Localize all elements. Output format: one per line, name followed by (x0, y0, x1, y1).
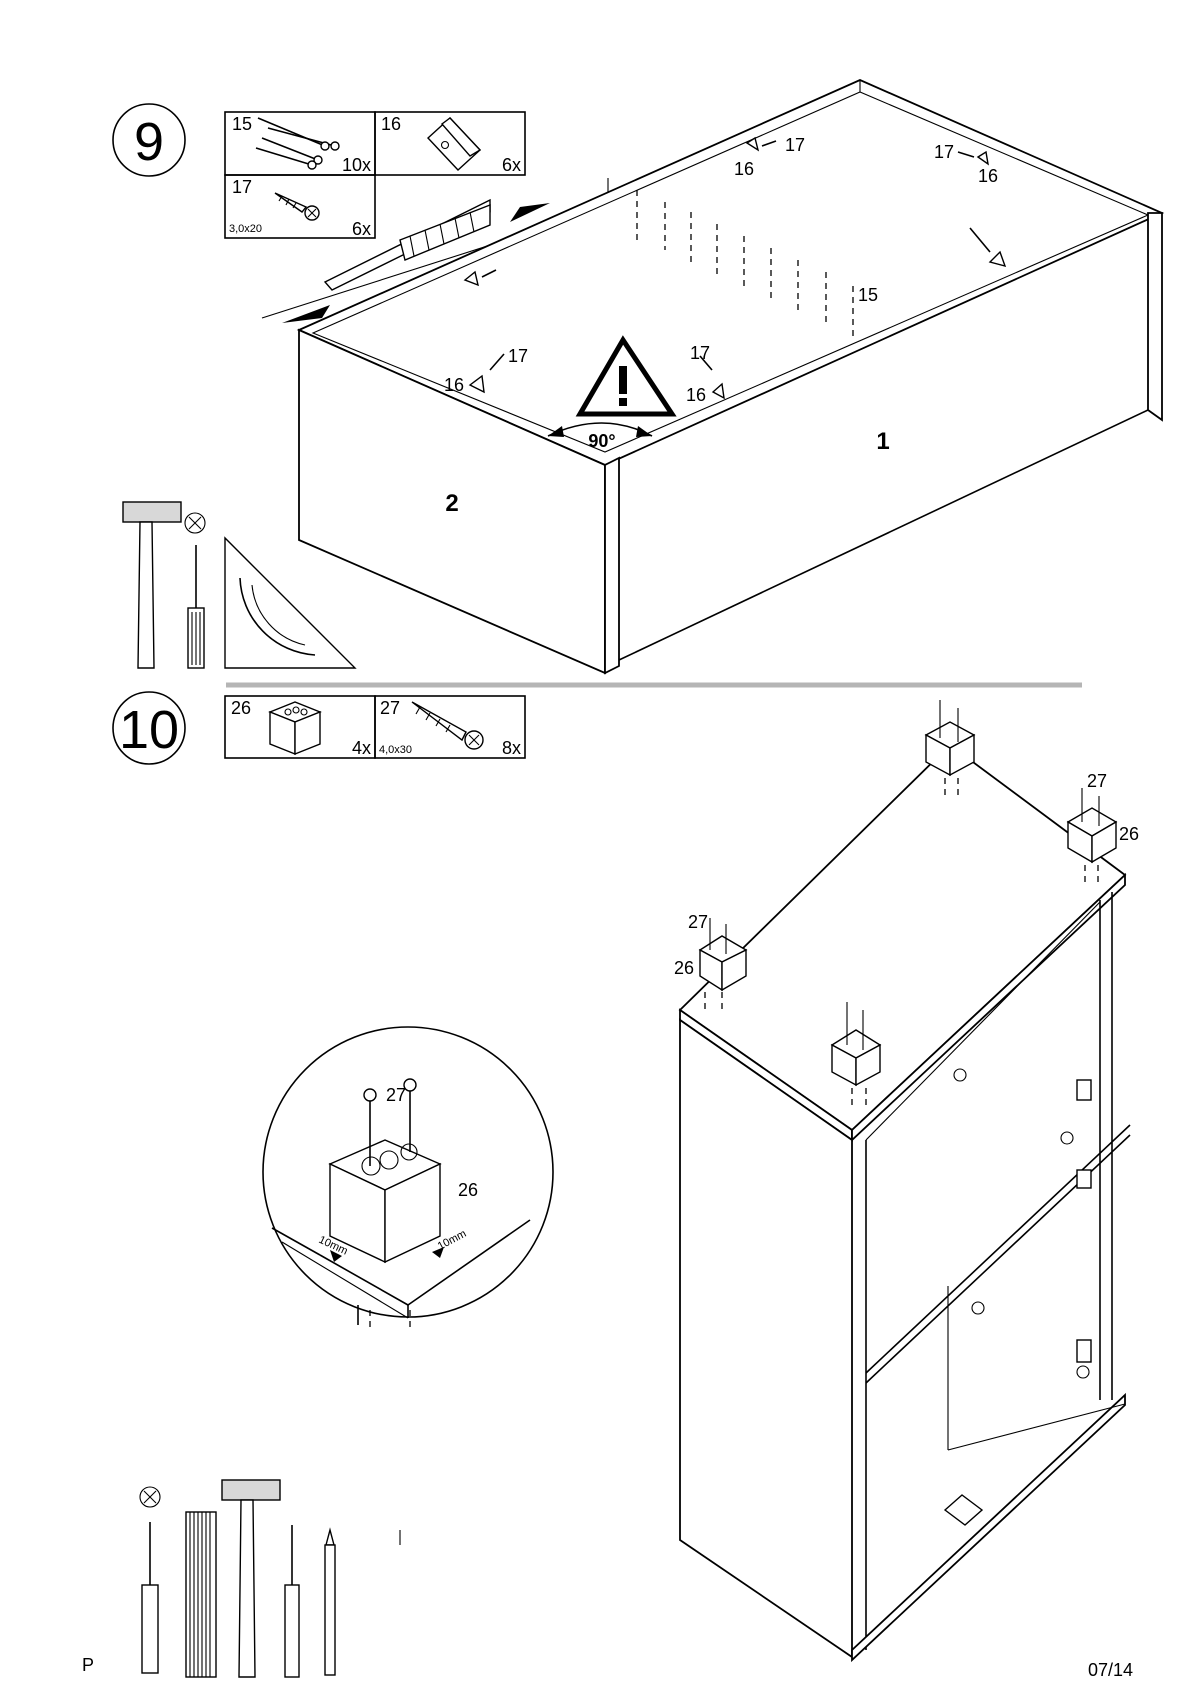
callout-27-b: 27 (688, 912, 708, 932)
callout-17-d: 17 (690, 343, 710, 363)
folding-rule-icon (186, 1512, 216, 1677)
set-square-icon (225, 538, 355, 668)
hinge-markers (1077, 1080, 1091, 1362)
callout-17-b: 17 (934, 142, 954, 162)
phillips-screwdriver-icon (140, 1487, 160, 1673)
callout-16-b: 16 (978, 166, 998, 186)
step-10-number: 10 (119, 700, 179, 760)
cabinet-step10 (680, 745, 1130, 1660)
panel-2-label: 2 (445, 490, 458, 517)
part-17-id: 17 (232, 177, 252, 197)
part-15-id: 15 (232, 114, 252, 134)
part-17-size: 3,0x20 (229, 223, 262, 235)
callout-27-a: 27 (1087, 771, 1107, 791)
angle-label: 90° (588, 431, 615, 451)
callout-26-b: 26 (674, 958, 694, 978)
part-15-qty: 10x (342, 155, 371, 175)
callout-16-a: 16 (734, 159, 754, 179)
callout-17-a: 17 (785, 135, 805, 155)
screw-icon (412, 702, 483, 749)
page-number: 07/14 (1088, 1660, 1133, 1680)
step-10-parts-table: 26 4x 27 4,0x30 8x (225, 696, 525, 758)
screw-icon (275, 193, 319, 220)
step-9-number: 9 (134, 112, 164, 172)
step-9: 9 15 10x 16 (113, 80, 1162, 673)
pencil-icon (325, 1530, 335, 1675)
part-27-id: 27 (380, 698, 400, 718)
foot-detail-view (263, 1027, 553, 1328)
callout-17-c: 17 (508, 346, 528, 366)
callout-26-a: 26 (1119, 824, 1139, 844)
part-16-qty: 6x (502, 155, 521, 175)
cabinet-carcass-step9: 17 16 17 16 15 17 16 17 16 90° 1 2 (299, 80, 1162, 673)
step-10: 10 26 4x 27 (113, 692, 1139, 1677)
nail-icon (256, 118, 339, 169)
part-17-qty: 6x (352, 219, 371, 239)
callout-16-c: 16 (444, 375, 464, 395)
foot-block-icon (270, 702, 320, 754)
awl-icon (285, 1525, 299, 1677)
part-26-id: 26 (231, 698, 251, 718)
part-27-size: 4,0x30 (379, 744, 412, 756)
hammer-icon (222, 1480, 280, 1677)
callout-16-d: 16 (686, 385, 706, 405)
callout-27-detail: 27 (386, 1085, 406, 1105)
part-26-qty: 4x (352, 738, 371, 758)
callout-15: 15 (858, 285, 878, 305)
part-16-id: 16 (381, 114, 401, 134)
callout-26-detail: 26 (458, 1180, 478, 1200)
step-10-tools (140, 1480, 400, 1677)
part-27-qty: 8x (502, 738, 521, 758)
corner-block-icon (428, 118, 480, 170)
language-marker: P (82, 1655, 94, 1675)
phillips-screwdriver-icon (185, 513, 205, 668)
panel-1-label: 1 (876, 428, 889, 455)
hammer-icon (123, 502, 181, 668)
